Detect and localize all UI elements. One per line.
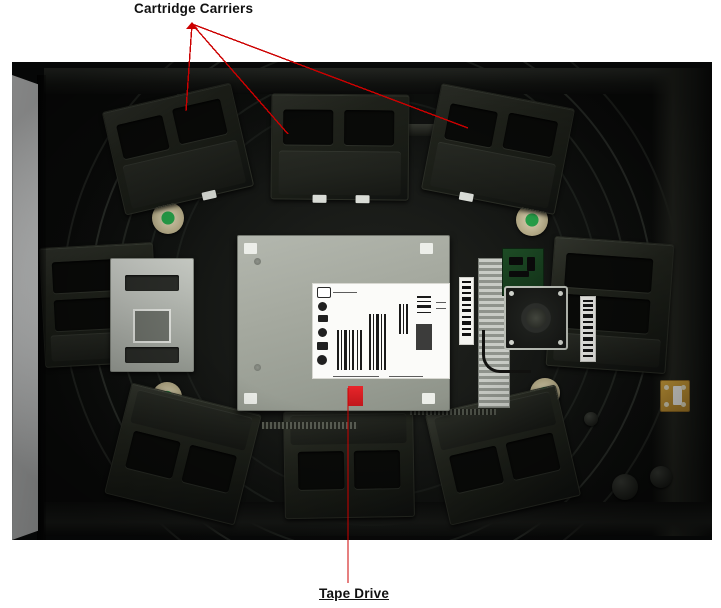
barcode-label	[459, 277, 474, 345]
mount-knob	[612, 474, 638, 500]
callout-label-cartridge-carriers: Cartridge Carriers	[134, 1, 254, 16]
cable-harness	[482, 330, 531, 373]
chassis-top-rim	[44, 68, 712, 94]
ribbon-cable	[410, 409, 496, 415]
barcode-label	[580, 296, 596, 362]
ribbon-cable	[262, 422, 358, 429]
picker-mechanism	[110, 258, 194, 372]
tape-drive-unit	[237, 235, 450, 411]
leader-arrowhead	[186, 22, 198, 29]
drive-product-label	[312, 283, 450, 379]
front-bezel-panel	[12, 75, 38, 540]
bezel-shadow	[37, 75, 46, 540]
hp-logo-icon	[317, 287, 331, 298]
mount-knob	[584, 412, 598, 426]
drive-red-sticker	[348, 386, 363, 406]
hardware-photograph	[12, 62, 712, 540]
sensor-pcb	[660, 380, 690, 412]
callout-label-tape-drive: Tape Drive	[319, 586, 390, 601]
mount-knob	[650, 466, 672, 488]
cartridge-carrier	[270, 93, 410, 204]
